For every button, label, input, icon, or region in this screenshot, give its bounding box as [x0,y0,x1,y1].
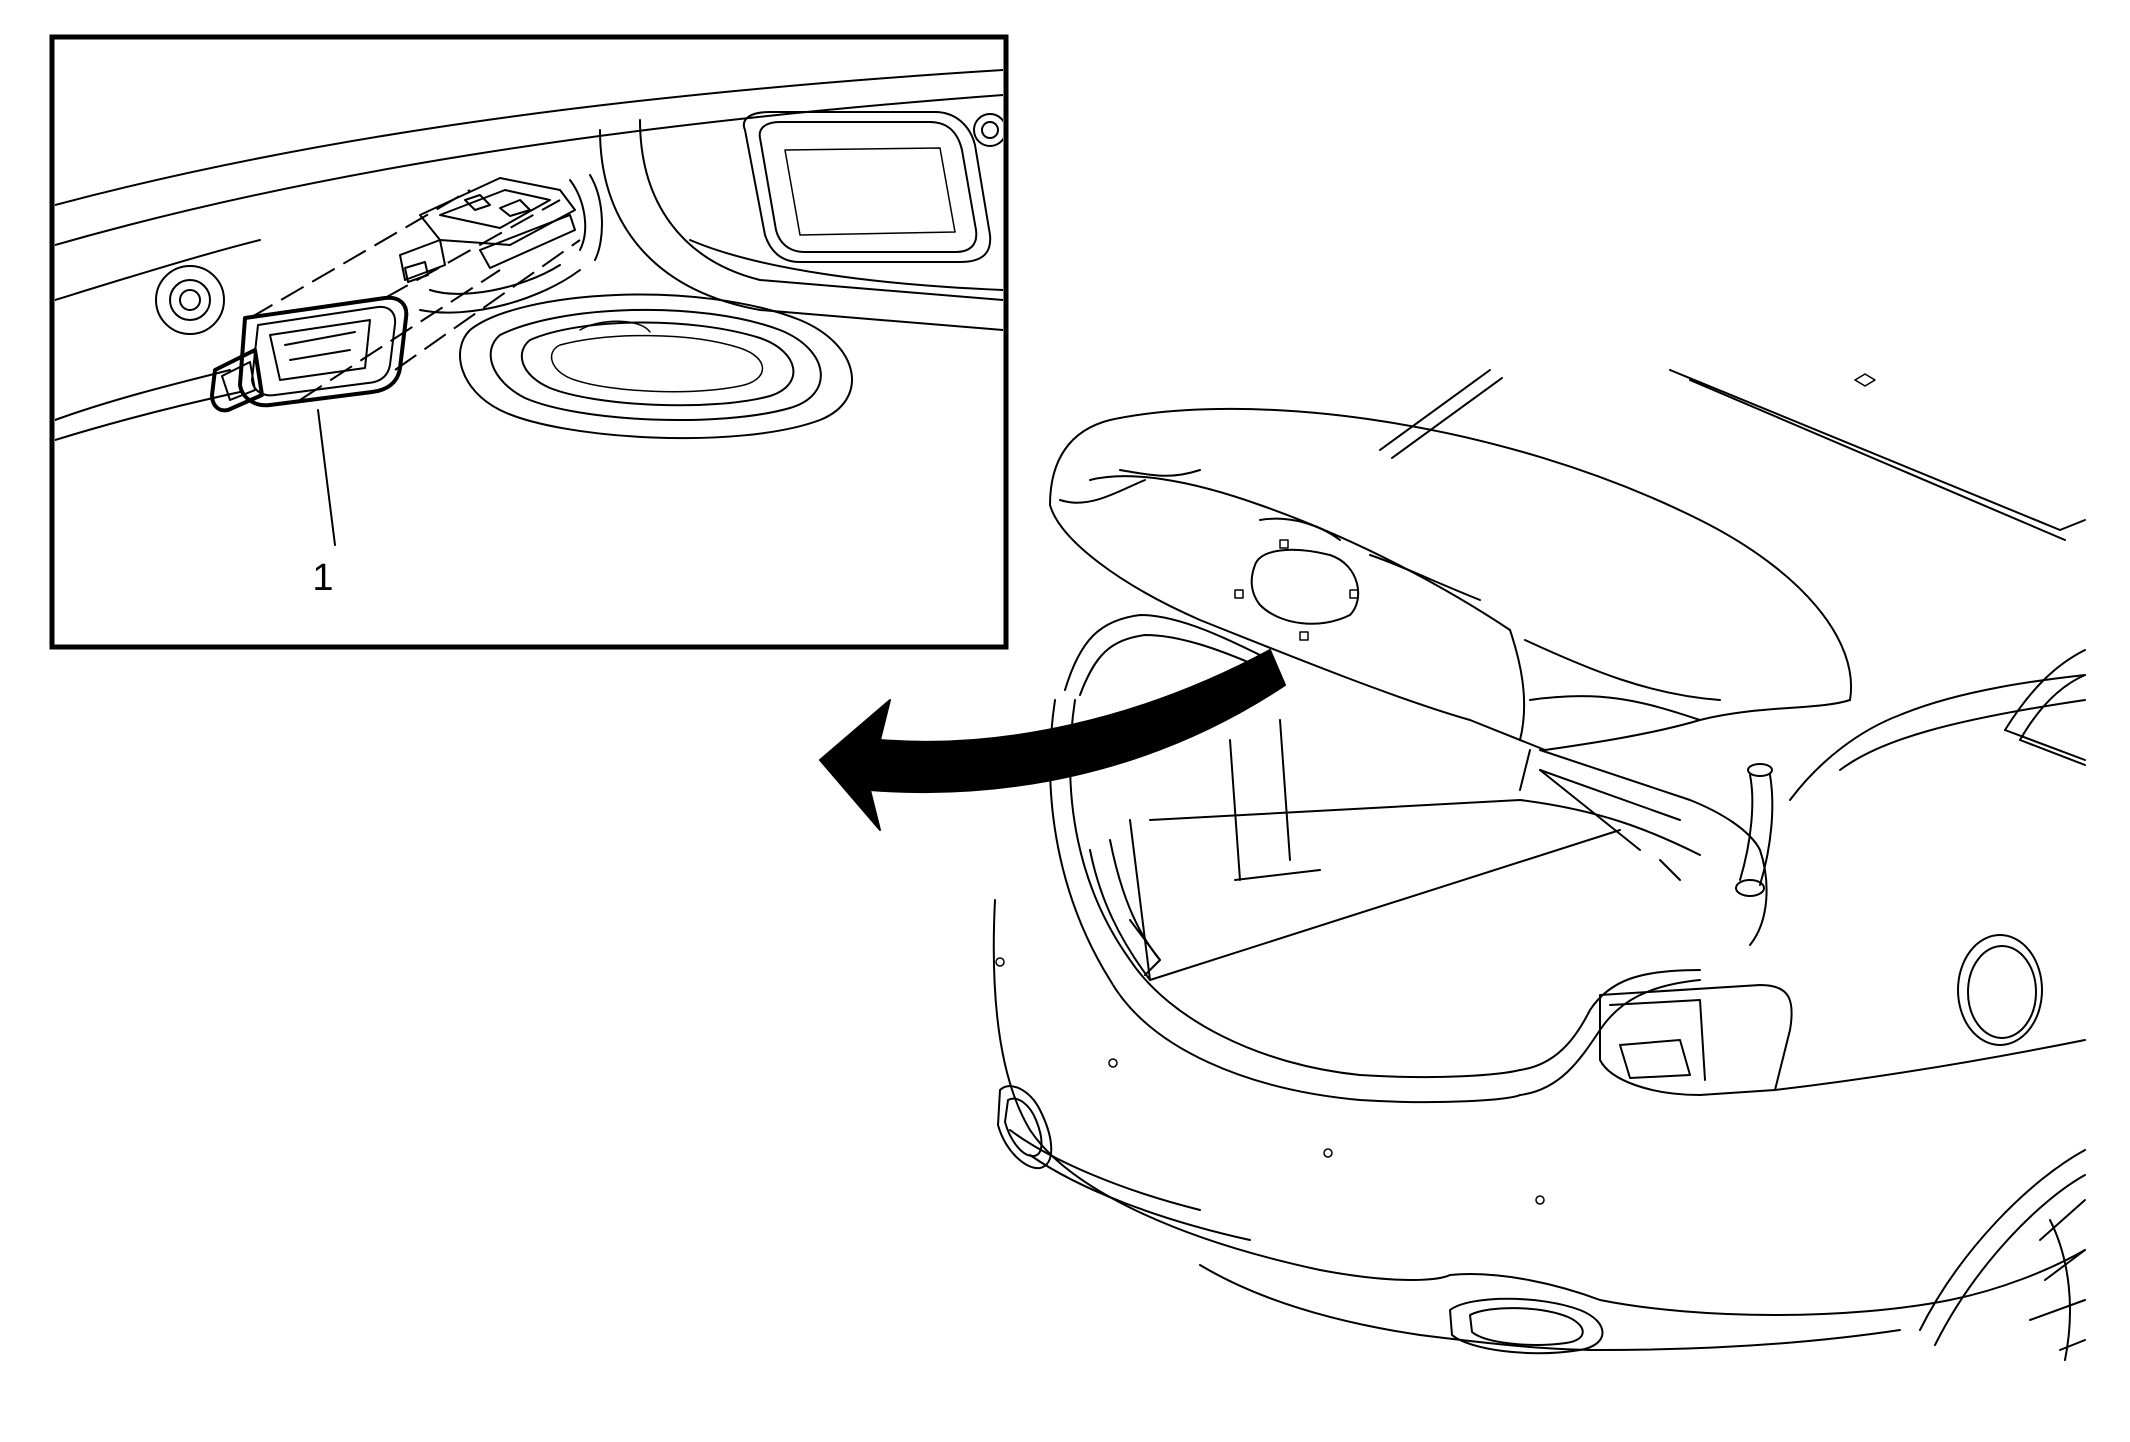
vehicle-rear-view [992,369,2086,1361]
callout-label: 1 [312,557,333,599]
detail-inset: 1 [49,34,1009,650]
direction-arrow [819,649,1286,831]
trunk-release-switch [210,295,409,413]
callout-leader-line [317,409,336,546]
